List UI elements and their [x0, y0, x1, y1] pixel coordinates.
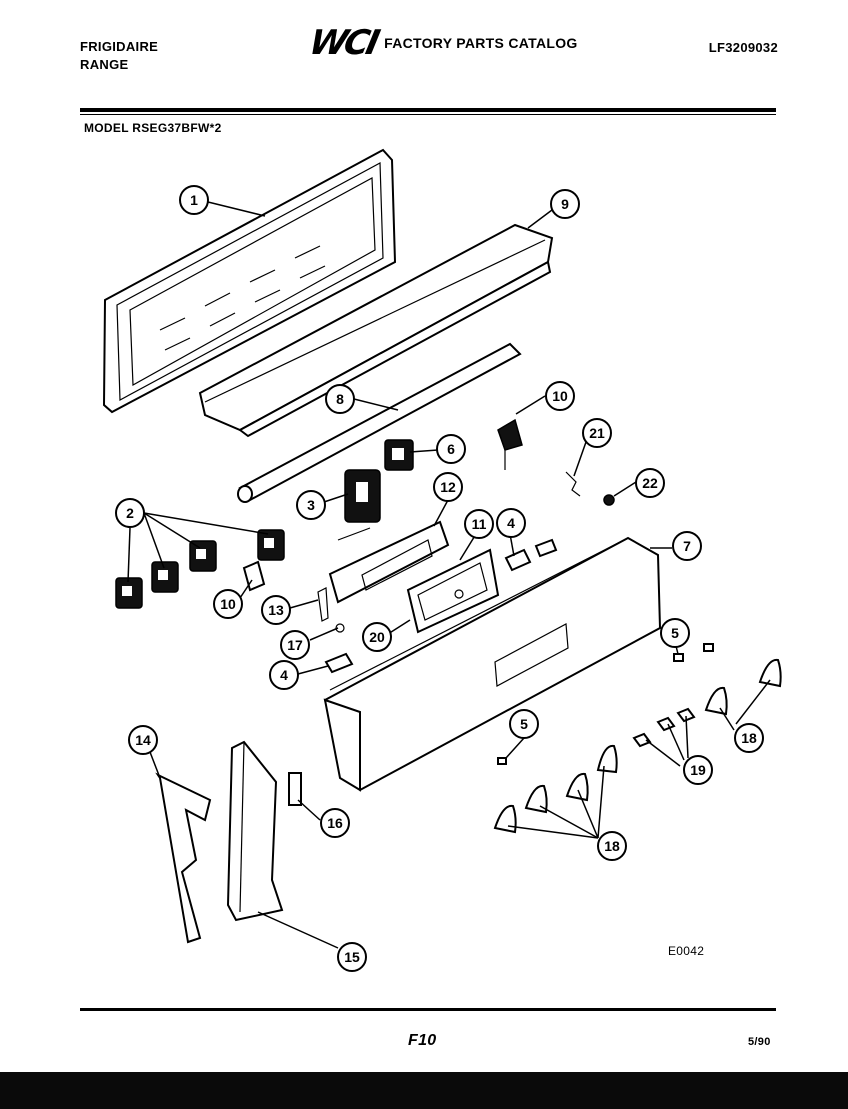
svg-text:17: 17: [287, 637, 303, 653]
part-control-panel: [323, 536, 662, 792]
product-type: RANGE: [80, 57, 129, 72]
svg-text:2: 2: [126, 505, 134, 521]
svg-text:11: 11: [472, 516, 487, 532]
document-number: LF3209032: [708, 40, 778, 55]
scan-edge-bar: [0, 1072, 848, 1109]
callout-5-lower: 5: [509, 709, 539, 739]
part-spacer-c: [497, 757, 507, 765]
svg-text:10: 10: [220, 596, 236, 612]
svg-text:5: 5: [520, 716, 528, 732]
svg-text:18: 18: [604, 838, 620, 854]
part-bracket-13: [317, 587, 329, 622]
callout-17: 17: [280, 630, 310, 660]
part-ballast-small: [384, 439, 414, 471]
svg-text:8: 8: [336, 391, 344, 407]
svg-text:10: 10: [552, 388, 568, 404]
part-clip-upper: [504, 548, 532, 572]
part-clock-bezel: [406, 548, 500, 634]
callout-1: 1: [179, 185, 209, 215]
leader-lines: [127, 201, 771, 949]
part-switches: [115, 529, 285, 609]
exploded-parts-diagram: 1 2 3 4 4 5 5 6 7 8 9 10 10 11 12 13 14 …: [102, 148, 782, 972]
part-top-trim: [198, 223, 554, 438]
callout-12: 12: [433, 472, 463, 502]
callout-4-lower: 4: [269, 660, 299, 690]
callout-22: 22: [635, 468, 665, 498]
part-spacer-a: [673, 653, 684, 662]
svg-text:12: 12: [440, 479, 456, 495]
svg-text:20: 20: [369, 629, 385, 645]
catalog-title: FACTORY PARTS CATALOG: [384, 35, 578, 51]
part-lamp-tube: [237, 342, 522, 503]
svg-text:15: 15: [344, 949, 360, 965]
callout-14: 14: [128, 725, 158, 755]
footer-rule: [80, 1008, 776, 1011]
svg-text:4: 4: [280, 667, 288, 683]
svg-text:19: 19: [690, 762, 706, 778]
callout-20: 20: [362, 622, 392, 652]
callout-19: 19: [683, 755, 713, 785]
part-spacer-b: [703, 643, 714, 652]
part-clock-lens: [328, 520, 450, 604]
svg-text:18: 18: [741, 730, 757, 746]
svg-text:6: 6: [447, 441, 455, 457]
brand-name: FRIGIDAIRE: [80, 39, 159, 54]
callout-15: 15: [337, 942, 367, 972]
callout-18-lower: 18: [597, 831, 627, 861]
part-gasket: [155, 772, 212, 944]
svg-text:16: 16: [327, 815, 343, 831]
svg-text:1: 1: [190, 192, 198, 208]
brand-block: FRIGIDAIRE RANGE: [80, 38, 158, 74]
header-rule: [80, 108, 776, 112]
callout-18-right: 18: [734, 723, 764, 753]
svg-text:7: 7: [683, 538, 691, 554]
part-side-bracket: [226, 740, 284, 922]
callout-2: 2: [115, 498, 145, 528]
callout-9: 9: [550, 189, 580, 219]
part-lamp-clip: [565, 471, 581, 497]
part-hinge-plate: [288, 772, 302, 806]
svg-text:5: 5: [671, 625, 679, 641]
part-clip-upper-2: [534, 538, 558, 558]
part-transformer: [337, 469, 381, 541]
callout-4-upper: 4: [496, 508, 526, 538]
part-door-panel: [102, 148, 397, 414]
callout-5-right: 5: [660, 618, 690, 648]
svg-text:21: 21: [589, 425, 605, 441]
svg-text:9: 9: [561, 196, 569, 212]
callout-10-upper: 10: [545, 381, 575, 411]
figure-code: E0042: [668, 944, 705, 958]
part-knob-inserts: [632, 707, 696, 748]
svg-text:14: 14: [135, 732, 151, 748]
catalog-header: WCI FACTORY PARTS CATALOG: [306, 23, 578, 63]
callout-8: 8: [325, 384, 355, 414]
header-rule-thin: [80, 114, 776, 115]
callout-7: 7: [672, 531, 702, 561]
svg-text:4: 4: [507, 515, 515, 531]
model-number: MODEL RSEG37BFW*2: [84, 121, 222, 135]
callout-11: 11: [464, 509, 494, 539]
callout-3: 3: [296, 490, 326, 520]
svg-text:13: 13: [268, 602, 284, 618]
callout-10-left: 10: [213, 589, 243, 619]
callout-16: 16: [320, 808, 350, 838]
part-bracket-top: [497, 418, 523, 451]
callout-13: 13: [261, 595, 291, 625]
svg-text:3: 3: [307, 497, 315, 513]
svg-text:22: 22: [642, 475, 658, 491]
part-grommet: [603, 494, 615, 506]
part-knobs: [493, 658, 782, 834]
wci-logo: WCI: [305, 23, 381, 63]
part-bracket-left: [242, 560, 266, 592]
callout-6: 6: [436, 434, 466, 464]
revision-date: 5/90: [748, 1036, 771, 1048]
callout-21: 21: [582, 418, 612, 448]
page-number: F10: [408, 1032, 437, 1049]
part-clip-lower: [324, 652, 354, 674]
part-screw-17: [335, 623, 345, 633]
